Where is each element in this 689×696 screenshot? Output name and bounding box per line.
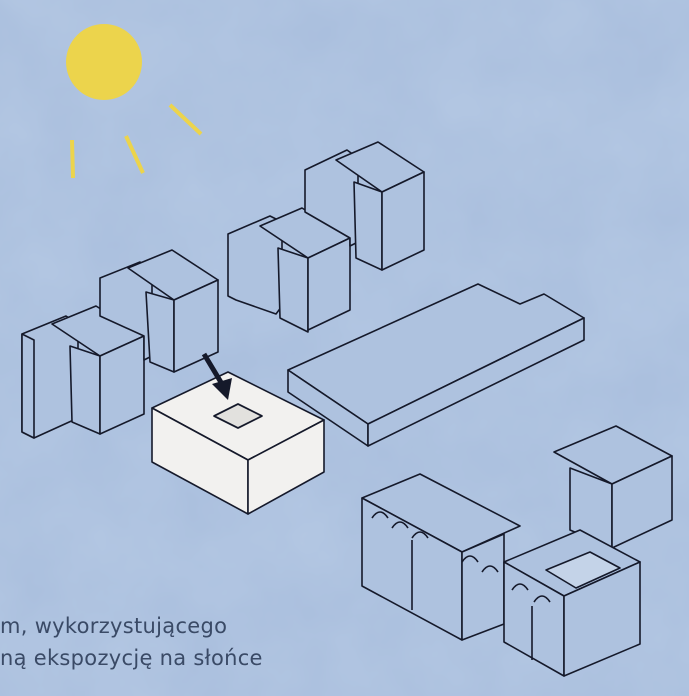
new-block [151, 371, 325, 515]
building-right [304, 141, 425, 271]
caption-line-1: m, wykorzystującego [0, 614, 228, 638]
building-middle [227, 207, 351, 333]
slab-building [287, 283, 585, 447]
building-left-back [99, 249, 219, 373]
caption-line-2: ną ekspozycję na słońce [0, 646, 263, 670]
sun-icon [66, 24, 203, 179]
historic-building [361, 425, 673, 677]
arrow-down-icon [201, 352, 232, 400]
building-left-front [21, 305, 145, 439]
